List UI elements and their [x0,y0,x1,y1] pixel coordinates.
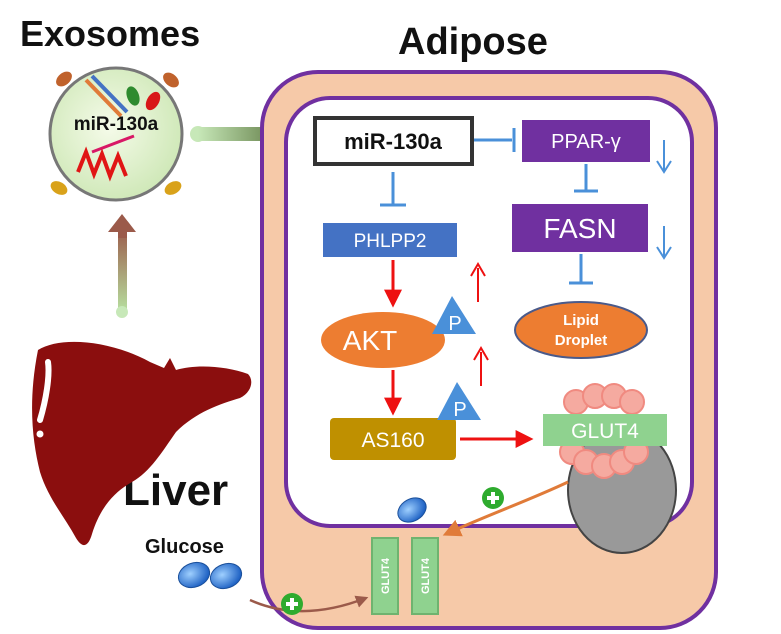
lipid-droplet-label-2: Droplet [555,332,608,349]
glut4-vesicle-label: GLUT4 [571,420,639,443]
glut4-vesicle-node [543,414,667,446]
glucose-label: Glucose [145,536,224,558]
adipose-title: Adipose [398,21,548,63]
as160-phospho-label: P [453,399,466,421]
uptake-plus-icon [281,593,303,615]
fasn-node [512,204,648,252]
glut4-membrane-transporter-2 [411,537,439,615]
exosomes-title: Exosomes [20,13,200,54]
pparg-node [522,120,650,162]
liver-organ [32,341,252,546]
exosome-mir130a-label: miR-130a [74,114,159,135]
glut4-membrane-label-1: GLUT4 [380,557,392,594]
fasn-label: FASN [543,213,616,244]
phlpp2-node [323,223,457,257]
decrease-arrows [656,140,672,260]
lipid-droplet-node [514,301,648,359]
mir130a-node [313,116,474,166]
fasn-down-arrowhead [656,246,672,260]
glut4-storage-vesicle [559,383,677,554]
mir130a-label: miR-130a [344,129,443,154]
akt-up-arrowhead [470,262,486,277]
glut4-membrane-transporter-1 [371,537,399,615]
glucose-molecules-icon [177,561,243,590]
glucose-intracellular-icon [397,497,427,523]
as160-node [330,418,456,460]
glucose-uptake-arrow [249,595,369,613]
phlpp2-label: PHLPP2 [354,231,427,252]
pparg-label: PPAR-γ [551,131,621,153]
lipid-droplet-label-1: Lipid [563,312,599,329]
as160-phospho-triangle [437,382,481,420]
as160-up-arrowhead [473,346,489,361]
liver-to-exosome-arrow [108,214,136,318]
activation-edges [384,260,534,448]
as160-label: AS160 [361,429,424,452]
exosome-vesicle [48,66,184,202]
increase-arrows [470,262,489,386]
akt-phospho-triangle [432,296,476,334]
pparg-down-arrowhead [656,160,672,174]
glut4-membrane-label-2: GLUT4 [420,557,432,594]
akt-node [321,312,445,368]
glut4-translocation-arrow [442,480,569,537]
translocation-plus-icon [482,487,504,509]
akt-label: AKT [343,325,397,356]
akt-phospho-label: P [448,313,461,335]
inhibition-edges [380,128,598,285]
